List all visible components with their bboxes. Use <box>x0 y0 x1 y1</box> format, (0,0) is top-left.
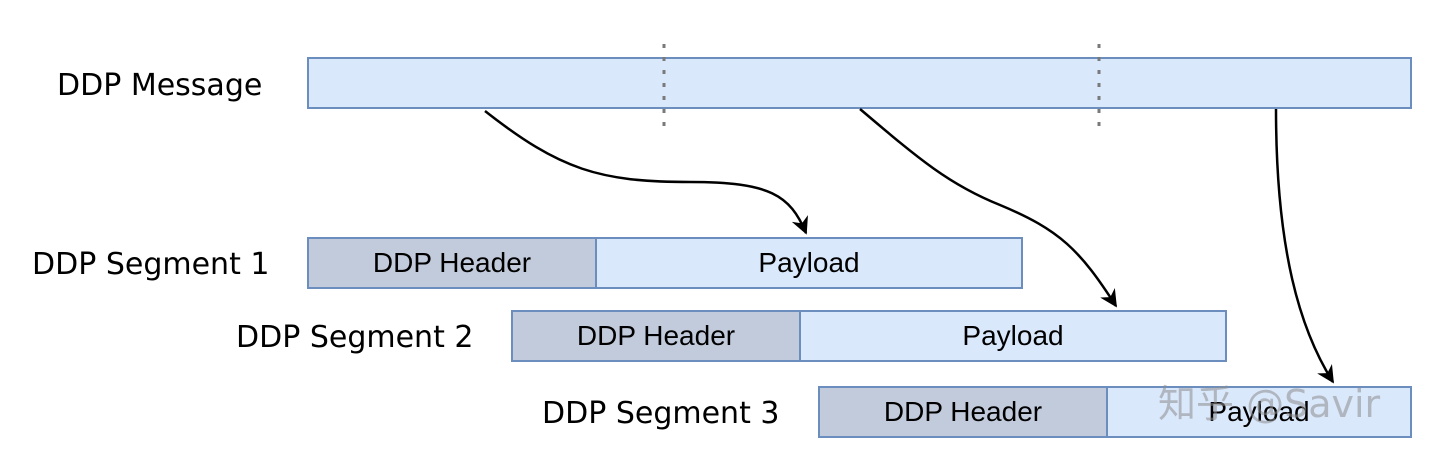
arrow-to-segment-1 <box>484 110 808 235</box>
arrow-to-segment-2 <box>859 108 1118 308</box>
segment-2-label: DDP Segment 2 <box>236 320 474 355</box>
message-label: DDP Message <box>57 68 263 103</box>
segment-1-payload: Payload <box>595 237 1023 289</box>
segment-3-header: DDP Header <box>818 386 1106 438</box>
segment-1-label: DDP Segment 1 <box>32 247 270 282</box>
segment-2-payload: Payload <box>799 310 1227 362</box>
message-bar <box>307 57 1412 109</box>
segment-2-header: DDP Header <box>511 310 799 362</box>
segment-3-label: DDP Segment 3 <box>542 396 780 431</box>
segment-1-header: DDP Header <box>307 237 595 289</box>
segment-3-payload: Payload <box>1106 386 1412 438</box>
arrow-to-segment-3 <box>1274 108 1335 384</box>
watermark-text: 知乎 @Savir <box>1158 382 1381 426</box>
